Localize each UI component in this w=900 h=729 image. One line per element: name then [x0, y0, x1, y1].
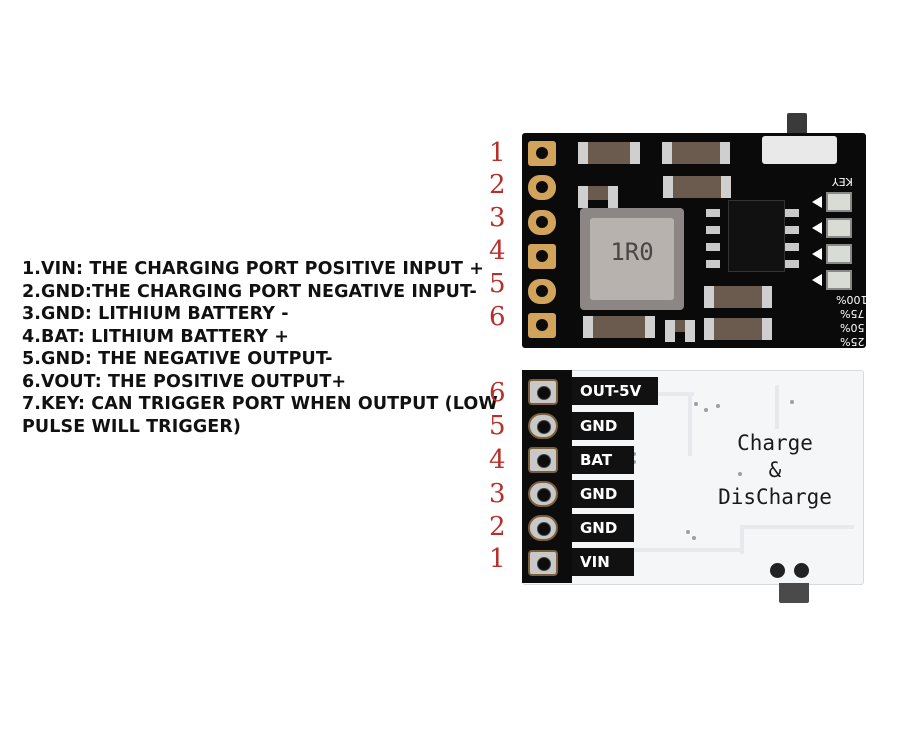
top-board [522, 133, 866, 348]
ic-pin [706, 243, 720, 251]
ic-pin [706, 209, 720, 217]
bottom-pin-number: 6 [489, 378, 506, 408]
key-button-base [762, 136, 837, 164]
solder-pad [528, 413, 558, 439]
solder-pad [528, 550, 558, 576]
pcb-trace [630, 548, 744, 552]
pcb-trace [740, 525, 744, 554]
via [790, 400, 794, 404]
board-title-line: & [768, 458, 782, 482]
via [738, 472, 742, 476]
pad-strip [522, 370, 572, 583]
led-arrow-icon [812, 274, 822, 286]
level-label: 25% [840, 335, 865, 348]
ic-pin [785, 260, 799, 268]
inductor-marking: 1R0 [610, 238, 654, 266]
pin-description: 7.KEY: CAN TRIGGER PORT WHEN OUTPUT (LOW… [22, 394, 498, 437]
smd-resistor [665, 320, 695, 342]
pin-label-gnd: GND [572, 514, 634, 542]
ic-pin [785, 209, 799, 217]
board-title-line: Charge [737, 431, 813, 455]
bottom-pin-number: 5 [489, 411, 506, 441]
pin-description: 4.BAT: LITHIUM BATTERY + [22, 326, 289, 347]
via [704, 408, 708, 412]
solder-pad [528, 175, 556, 200]
level-led [826, 192, 852, 212]
pin-label-bat: BAT [572, 446, 634, 474]
power-inductor: 1R0 [580, 208, 684, 310]
pcb-trace [775, 385, 779, 429]
led-arrow-icon [812, 196, 822, 208]
bottom-pin-number: 4 [489, 445, 506, 475]
level-led [826, 270, 852, 290]
solder-pad [528, 515, 558, 541]
key-button-cap [787, 113, 807, 137]
ic-chip [728, 200, 785, 272]
solder-pad [528, 279, 556, 304]
led-arrow-icon [812, 222, 822, 234]
mounting-hole [794, 563, 809, 578]
via [632, 452, 636, 456]
top-pin-number: 3 [489, 203, 506, 233]
pin-description: 5.GND: THE NEGATIVE OUTPUT- [22, 349, 333, 369]
pin-description: 6.VOUT: THE POSITIVE OUTPUT+ [22, 371, 347, 392]
pin-description-list: 1.VIN: THE CHARGING PORT POSITIVE INPUT … [22, 258, 502, 438]
level-label: 50% [840, 321, 865, 334]
solder-pad [528, 210, 556, 235]
pin-label-out: OUT-5V [572, 377, 658, 405]
smd-capacitor [662, 142, 730, 164]
smd-capacitor [704, 318, 772, 340]
top-pin-number: 2 [489, 170, 506, 200]
pin-description: 2.GND:THE CHARGING PORT NEGATIVE INPUT- [22, 281, 477, 302]
smd-resistor [578, 186, 618, 208]
solder-pad [528, 141, 556, 166]
solder-pad [528, 447, 558, 473]
solder-pad [528, 313, 556, 338]
level-led [826, 218, 852, 238]
level-led [826, 244, 852, 264]
via [694, 402, 698, 406]
board-title: Charge & DisCharge [700, 430, 850, 511]
inductor-core [590, 218, 674, 300]
pin-label-gnd: GND [572, 412, 634, 440]
board-title-line: DisCharge [718, 485, 832, 509]
pcb-trace [740, 525, 854, 529]
top-pin-number: 5 [489, 269, 506, 299]
ic-pin [785, 226, 799, 234]
smd-capacitor [663, 176, 731, 198]
via [692, 536, 696, 540]
mounting-hole [770, 563, 785, 578]
smd-capacitor [578, 142, 640, 164]
top-pin-number: 4 [489, 236, 506, 266]
pin-description: 3.GND: LITHIUM BATTERY - [22, 304, 289, 324]
top-pin-number: 1 [489, 138, 506, 168]
key-silk-label: KEY [832, 175, 853, 188]
solder-pad [528, 379, 558, 405]
smd-capacitor [704, 286, 772, 308]
top-pin-number: 6 [489, 302, 506, 332]
ic-pin [706, 260, 720, 268]
bottom-pin-number: 3 [489, 479, 506, 509]
key-button-cap [779, 583, 809, 603]
solder-pad [528, 481, 558, 507]
pin-description: 1.VIN: THE CHARGING PORT POSITIVE INPUT … [22, 259, 484, 279]
smd-capacitor [583, 316, 655, 338]
level-label: 75% [840, 307, 865, 320]
pcb-trace [688, 392, 692, 456]
pin-label-gnd: GND [572, 480, 634, 508]
via [716, 404, 720, 408]
bottom-pin-number: 1 [489, 544, 506, 574]
ic-pin [785, 243, 799, 251]
bottom-pin-number: 2 [489, 512, 506, 542]
level-label: 100% [836, 293, 868, 306]
via [632, 460, 636, 464]
led-arrow-icon [812, 248, 822, 260]
ic-pin [706, 226, 720, 234]
pin-label-vin: VIN [572, 548, 634, 576]
via [686, 530, 690, 534]
solder-pad [528, 244, 556, 269]
